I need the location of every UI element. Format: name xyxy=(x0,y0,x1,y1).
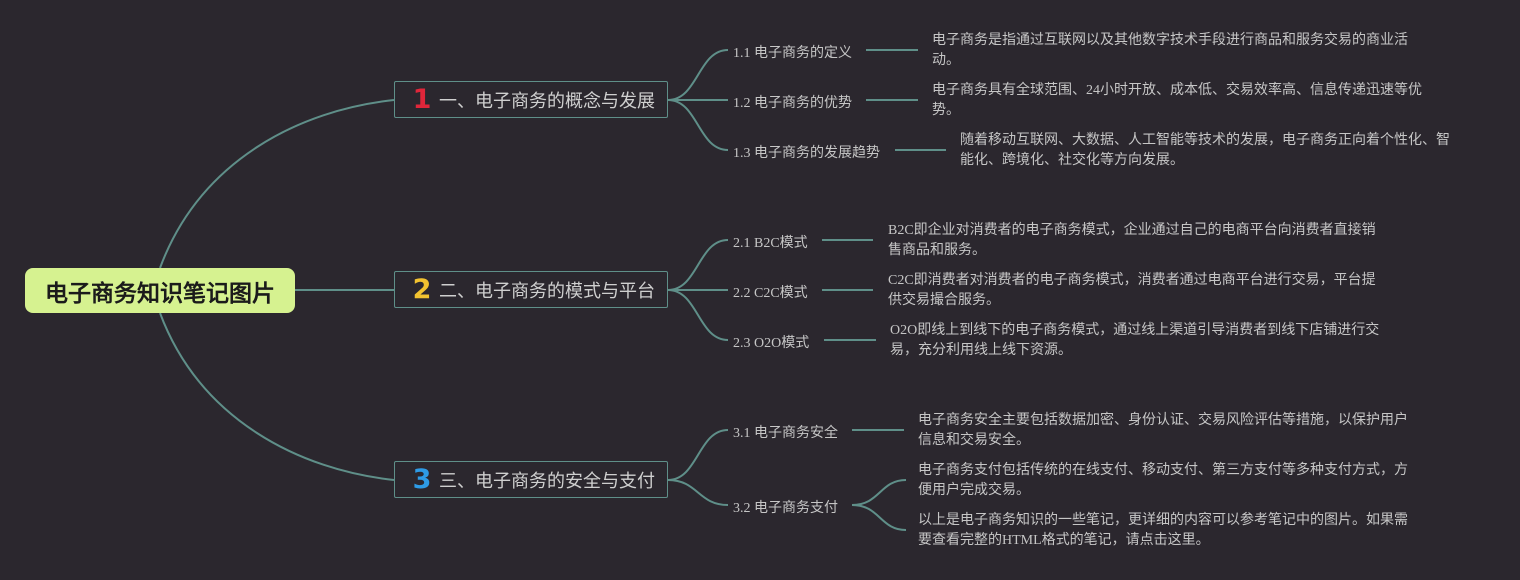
subtopic-3-1[interactable]: 3.1 电子商务安全 xyxy=(733,422,838,442)
branch-1-to-sub-3-link xyxy=(667,99,729,151)
leaf-note-1-3: 随着移动互联网、大数据、人工智能等技术的发展，电子商务正向着个性化、智能化、跨境… xyxy=(960,133,1450,168)
subtopic-1-2[interactable]: 1.2 电子商务的优势 xyxy=(733,92,852,112)
subtopic-label: 1.2 电子商务的优势 xyxy=(733,96,852,111)
root-to-branch-3-link xyxy=(159,312,395,481)
sub-3-2-to-leaf-a-link xyxy=(851,479,907,506)
branch-topic-3[interactable]: 3 三、电子商务的安全与支付 xyxy=(394,461,668,498)
root-topic[interactable]: 电子商务知识笔记图片 xyxy=(25,268,295,313)
leaf-note-1-1: 电子商务是指通过互联网以及其他数字技术手段进行商品和服务交易的商业活动。 xyxy=(932,33,1408,68)
subtopic-label: 2.1 B2C模式 xyxy=(733,236,808,251)
leaf-note-2-1: B2C即企业对消费者的电子商务模式，企业通过自己的电商平台向消费者直接销售商品和… xyxy=(888,223,1376,258)
subtopic-2-2[interactable]: 2.2 C2C模式 xyxy=(733,282,808,302)
subtopic-1-1[interactable]: 1.1 电子商务的定义 xyxy=(733,42,852,62)
subtopic-label: 3.2 电子商务支付 xyxy=(733,501,838,516)
leaf-note-2-3: O2O即线上到线下的电子商务模式，通过线上渠道引导消费者到线下店铺进行交易，充分… xyxy=(890,323,1380,358)
leaf-note-3-2b: 以上是电子商务知识的一些笔记，更详细的内容可以参考笔记中的图片。如果需要查看完整… xyxy=(918,513,1408,548)
number-two-badge: 2 xyxy=(412,274,432,305)
subtopic-label: 3.1 电子商务安全 xyxy=(733,426,838,441)
subtopic-label: 1.1 电子商务的定义 xyxy=(733,46,852,61)
root-topic-label: 电子商务知识笔记图片 xyxy=(45,280,275,307)
subtopic-3-2[interactable]: 3.2 电子商务支付 xyxy=(733,497,838,517)
branch-topic-label: 二、电子商务的模式与平台 xyxy=(439,280,655,302)
subtopic-label: 2.3 O2O模式 xyxy=(733,336,810,351)
leaf-note-2-2: C2C即消费者对消费者的电子商务模式，消费者通过电商平台进行交易，平台提供交易撮… xyxy=(888,273,1376,308)
branch-3-to-sub-1-link xyxy=(667,429,729,481)
branch-3-to-sub-2-link xyxy=(667,479,729,506)
branch-topic-2[interactable]: 2 二、电子商务的模式与平台 xyxy=(394,271,668,308)
leaf-note-3-1: 电子商务安全主要包括数据加密、身份认证、交易风险评估等措施，以保护用户信息和交易… xyxy=(918,413,1408,448)
branch-topic-label: 三、电子商务的安全与支付 xyxy=(439,470,655,492)
leaf-note-1-2: 电子商务具有全球范围、24小时开放、成本低、交易效率高、信息传递迅速等优势。 xyxy=(932,83,1422,118)
subtopic-2-3[interactable]: 2.3 O2O模式 xyxy=(733,332,809,352)
branch-2-to-sub-1-link xyxy=(667,239,729,291)
subtopic-1-3[interactable]: 1.3 电子商务的发展趋势 xyxy=(733,142,880,162)
number-one-badge: 1 xyxy=(412,84,432,115)
subtopic-label: 1.3 电子商务的发展趋势 xyxy=(733,146,880,161)
branch-1-to-sub-1-link xyxy=(667,49,729,101)
sub-3-2-to-leaf-b-link xyxy=(851,504,907,531)
root-to-branch-1-link xyxy=(159,99,395,269)
branch-2-to-sub-3-link xyxy=(667,289,729,341)
subtopic-label: 2.2 C2C模式 xyxy=(733,286,808,301)
number-three-badge: 3 xyxy=(412,464,432,495)
branch-topic-label: 一、电子商务的概念与发展 xyxy=(439,90,655,112)
leaf-note-3-2a: 电子商务支付包括传统的在线支付、移动支付、第三方支付等多种支付方式，方便用户完成… xyxy=(918,463,1408,498)
subtopic-2-1[interactable]: 2.1 B2C模式 xyxy=(733,232,808,252)
branch-topic-1[interactable]: 1 一、电子商务的概念与发展 xyxy=(394,81,668,118)
